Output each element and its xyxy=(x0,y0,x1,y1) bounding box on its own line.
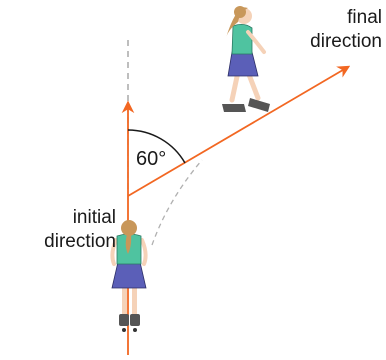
skater-girl-initial xyxy=(112,220,146,332)
final-direction-arrow xyxy=(128,67,348,196)
initial-direction-label: initial direction xyxy=(44,206,116,254)
initial-direction-label-line2: direction xyxy=(44,230,116,254)
initial-direction-label-line1: initial xyxy=(44,206,116,230)
final-direction-label: final direction xyxy=(310,6,382,54)
angle-label: 60° xyxy=(136,147,166,171)
curved-path-dashed xyxy=(152,160,202,245)
final-direction-label-line1: final xyxy=(310,6,382,30)
final-direction-label-line2: direction xyxy=(310,30,382,54)
skater-girl-final xyxy=(222,6,270,112)
